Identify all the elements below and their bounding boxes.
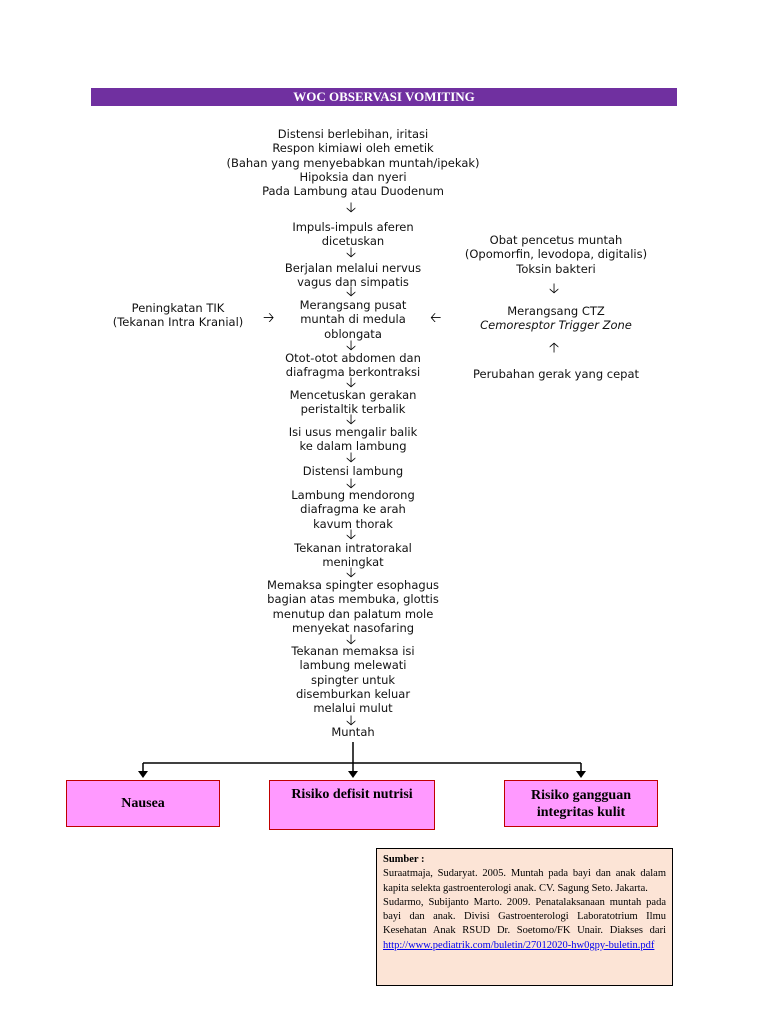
- arrow-right-icon: 🡢: [263, 310, 275, 326]
- diagnosis-skin-integrity-risk: Risiko gangguan integritas kulit: [504, 780, 658, 827]
- right-ctz-title: Merangsang CTZ: [507, 304, 605, 318]
- source-link[interactable]: http://www.pediatrik.com/buletin/2701202…: [383, 939, 655, 951]
- diagnosis-nutrition-risk: Risiko defisit nutrisi: [269, 780, 435, 830]
- source-ref-2: Sudarmo, Subijanto Marto. 2009. Penatala…: [383, 896, 666, 953]
- arrow-down-icon: 🡣: [346, 338, 357, 354]
- arrow-up-icon: 🡡: [549, 340, 560, 356]
- step-diaphragm-push: Lambung mendorong diafragma ke arah kavu…: [291, 488, 415, 531]
- right-input-drugs: Obat pencetus muntah (Opomorfin, levodop…: [464, 233, 648, 276]
- arrow-down-icon: 🡣: [346, 476, 357, 492]
- step-vagus-nerve: Berjalan melalui nervus vagus dan simpat…: [284, 261, 422, 290]
- arrow-down-icon: 🡣: [346, 565, 357, 581]
- source-references: Sumber : Suraatmaja, Sudaryat. 2005. Mun…: [376, 848, 673, 986]
- step-ejection-pressure: Tekanan memaksa isi lambung melewati spi…: [291, 644, 415, 716]
- step-reverse-peristalsis: Mencetuskan gerakan peristaltik terbalik: [289, 388, 417, 417]
- step-gastric-distension: Distensi lambung: [302, 464, 404, 478]
- source-ref-2-text: Sudarmo, Subijanto Marto. 2009. Penatala…: [383, 896, 666, 937]
- source-heading: Sumber :: [383, 854, 425, 865]
- right-input-motion: Perubahan gerak yang cepat: [472, 367, 640, 381]
- step-vomiting: Muntah: [331, 725, 375, 739]
- step-intrathoracic-pressure: Tekanan intratorakal meningkat: [294, 541, 412, 570]
- step-afferent-impulses: Impuls-impuls aferen dicetuskan: [292, 220, 414, 249]
- right-ctz-subtitle: Cemoresptor Trigger Zone: [480, 318, 632, 332]
- arrow-down-icon: 🡣: [346, 450, 357, 466]
- page-title: WOC OBSERVASI VOMITING: [91, 88, 677, 106]
- step-sphincter-opening: Memaksa spingter esophagus bagian atas m…: [267, 578, 439, 635]
- arrow-down-icon: 🡣: [346, 412, 357, 428]
- arrow-down-icon: 🡣: [346, 632, 357, 648]
- arrow-down-icon: 🡣: [346, 200, 357, 216]
- arrow-down-icon: 🡣: [346, 713, 357, 729]
- arrow-down-icon: 🡣: [549, 281, 560, 297]
- step-intestinal-reflux: Isi usus mengalir balik ke dalam lambung: [288, 425, 418, 454]
- step-abdominal-muscles: Otot-otot abdomen dan diafragma berkontr…: [285, 351, 421, 380]
- arrow-down-icon: 🡣: [346, 245, 357, 261]
- arrow-down-icon: 🡣: [346, 527, 357, 543]
- arrow-down-icon: 🡣: [346, 375, 357, 391]
- diagnosis-nausea: Nausea: [66, 780, 220, 827]
- source-ref-1: Suraatmaja, Sudaryat. 2005. Muntah pada …: [383, 868, 666, 894]
- arrow-left-icon: 🡠: [430, 310, 442, 326]
- arrow-down-icon: 🡣: [346, 284, 357, 300]
- left-input-icp: Peningkatan TIK (Tekanan Intra Kranial): [112, 301, 244, 330]
- step-vomiting-center: Merangsang pusat muntah di medula oblong…: [299, 298, 407, 341]
- step-causes: Distensi berlebihan, iritasi Respon kimi…: [226, 127, 480, 199]
